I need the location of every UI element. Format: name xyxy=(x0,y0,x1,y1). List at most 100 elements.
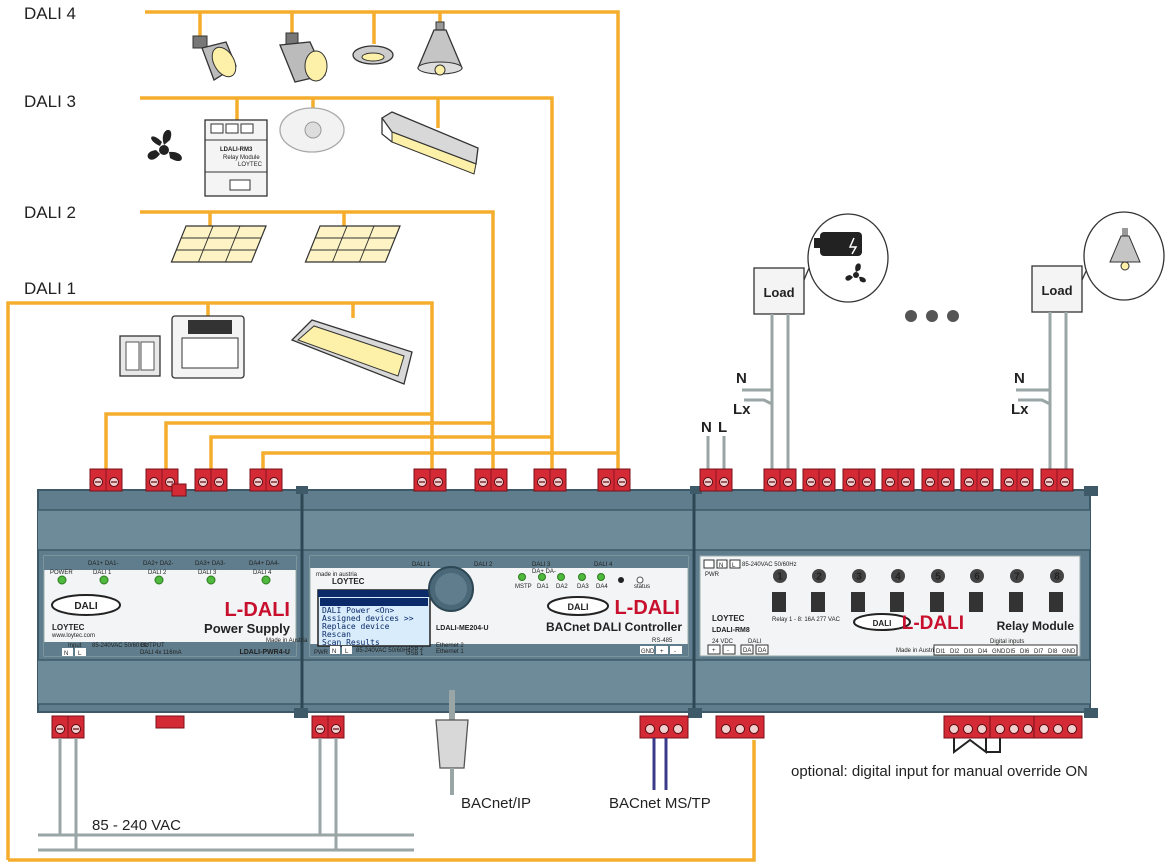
relay-maker: LOYTEC xyxy=(712,614,745,623)
svg-text:DA2: DA2 xyxy=(556,584,568,590)
relay-subtitle: Relay Module xyxy=(997,619,1075,633)
load-2-n: N xyxy=(1014,370,1025,387)
ps-input-label: Input xyxy=(68,643,82,649)
bottom-terminals xyxy=(51,715,1083,739)
svg-text:MSTP: MSTP xyxy=(515,584,532,590)
load-lamp: Load N Lx xyxy=(1011,211,1165,484)
ps-power-led xyxy=(57,575,67,585)
svg-text:4: 4 xyxy=(895,572,901,583)
ctl-lcd-line-3: Assigned devices >> xyxy=(322,614,414,623)
spot-light-icon xyxy=(192,35,237,81)
load-2-lx: Lx xyxy=(1011,401,1029,418)
relay-n-label: N xyxy=(719,563,723,569)
svg-text:1: 1 xyxy=(777,572,783,583)
relay-rating: Relay 1 - 8: 16A 277 VAC xyxy=(772,617,841,623)
svg-text:GND: GND xyxy=(992,649,1006,655)
svg-text:DI4: DI4 xyxy=(978,649,988,655)
relay-pwr-label: PWR xyxy=(705,572,720,578)
relay-dali-logo: DALI xyxy=(853,613,911,631)
ps-term-1: DA1+ DA1- xyxy=(88,561,119,567)
ctl-lcd-line-5: Rescan xyxy=(322,630,351,639)
digital-input-caption: optional: digital input for manual overr… xyxy=(791,763,1088,780)
svg-text:GND: GND xyxy=(1062,649,1076,655)
ctl-rs485-label: RS-485 xyxy=(652,638,673,644)
dali-2-bus-line xyxy=(140,210,495,484)
svg-text:DI6: DI6 xyxy=(1020,649,1030,655)
supply-voltage-caption: 85 - 240 VAC xyxy=(92,817,181,834)
pendant-lamp-icon xyxy=(417,21,463,76)
bacnet-mstp-caption: BACnet MS/TP xyxy=(609,795,711,812)
svg-text:DA4: DA4 xyxy=(596,584,608,590)
svg-text:DI2: DI2 xyxy=(950,649,960,655)
top-terminals xyxy=(89,468,1074,497)
svg-text:+: + xyxy=(712,648,716,654)
relay-module-ldali-rm3: LDALI-RM3 Relay Module LOYTEC xyxy=(204,119,268,197)
ctl-ethernet-1: Ethernet 1 xyxy=(436,649,464,655)
svg-text:DA3: DA3 xyxy=(577,584,589,590)
load-2-label: Load xyxy=(1041,283,1072,298)
panel-light-2-icon xyxy=(304,225,401,263)
ps-dali-logo: DALI xyxy=(51,594,121,616)
svg-text:DALI: DALI xyxy=(568,602,589,612)
ps-power-label: POWER xyxy=(50,570,73,576)
ctl-pwr-label: PWR xyxy=(314,650,329,656)
downlight-icon xyxy=(352,45,394,65)
ps-made-in: Made in Austria xyxy=(266,638,308,644)
svg-text:DI5: DI5 xyxy=(1006,649,1016,655)
ps-channel-2: DALI 2 xyxy=(148,570,167,576)
dali-1-label: DALI 1 xyxy=(24,279,76,298)
linear-luminaire-icon xyxy=(290,319,413,385)
relay-brand: L-DALI xyxy=(902,613,964,634)
svg-text:DALI 4: DALI 4 xyxy=(594,562,613,568)
relay-module: N L PWR 85-240VAC 50/60Hz 1 2 3 4 5 6 7 … xyxy=(699,555,1081,657)
bacnet-ip-caption: BACnet/IP xyxy=(461,795,531,812)
ctl-brand: L-DALI xyxy=(614,597,680,619)
svg-text:DALI 1: DALI 1 xyxy=(412,562,431,568)
relay-dali-label: DALI xyxy=(748,639,762,645)
ctl-lcd-line-6: Scan Results xyxy=(322,638,380,647)
ctl-dali-logo: DALI xyxy=(547,596,609,616)
ctl-jog-dial[interactable] xyxy=(428,566,474,612)
svg-text:DI8: DI8 xyxy=(1048,649,1058,655)
svg-text:3: 3 xyxy=(856,572,862,583)
svg-text:-: - xyxy=(674,649,676,655)
ps-output-spec: DALI 4x 116mA xyxy=(140,650,182,656)
dali-4-label: DALI 4 xyxy=(24,4,76,23)
mains-l-label: L xyxy=(718,419,727,436)
rm3-brand: LOYTEC xyxy=(238,162,263,168)
svg-text:DA: DA xyxy=(743,648,751,654)
bacnet-mstp-wiring xyxy=(652,738,668,790)
bacnet-controller-module: made in austria LOYTEC DALI Manual Overr… xyxy=(309,555,689,657)
load-1-lx: Lx xyxy=(733,401,751,418)
ctl-lcd-line-4: Replace device xyxy=(322,622,390,631)
ctl-dali-terminal-labels: DALI 1 DALI 2 DALI 3 DALI 4 DA+ DA- xyxy=(412,562,613,575)
svg-text:DI1: DI1 xyxy=(936,649,946,655)
load-motor-fan: Load N Lx xyxy=(733,213,889,484)
svg-text:DI3: DI3 xyxy=(964,649,974,655)
relay-made-in: Made in Austria xyxy=(896,648,938,654)
relay-digital-inputs-label: Digital inputs xyxy=(990,639,1024,645)
relay-override-switches[interactable] xyxy=(772,592,1063,612)
ps-maker: LOYTEC xyxy=(52,623,85,632)
svg-text:DI7: DI7 xyxy=(1034,649,1044,655)
ctl-status-leds: MSTP DA1 DA2 DA3 DA4 status xyxy=(515,573,650,590)
svg-text:DA+ DA-: DA+ DA- xyxy=(532,569,556,575)
svg-text:DALI: DALI xyxy=(74,601,98,612)
mains-n-label: N xyxy=(701,419,712,436)
relay-supply-spec: 85-240VAC 50/60Hz xyxy=(742,562,797,568)
ps-n-label: N xyxy=(64,651,68,657)
ps-channels: DA1+ DA1- DA2+ DA2- DA3+ DA3- DA4+ DA4- … xyxy=(88,561,280,585)
svg-text:GND: GND xyxy=(641,649,655,655)
push-button-switch-icon xyxy=(119,335,161,377)
relay-model: LDALI-RM8 xyxy=(712,627,750,634)
push-button-coupler-icon xyxy=(171,315,245,379)
ctl-supply-spec: 85-240VAC 50/60Hz xyxy=(356,648,411,654)
ps-output-label: OUTPUT xyxy=(140,643,165,649)
digital-input-bridge xyxy=(953,738,1001,754)
svg-text:DALI: DALI xyxy=(873,619,892,628)
svg-text:7: 7 xyxy=(1014,572,1020,583)
svg-text:DALI 3: DALI 3 xyxy=(532,562,551,568)
dali-3-label: DALI 3 xyxy=(24,92,76,111)
ps-model: LDALI-PWR4-U xyxy=(239,649,290,656)
